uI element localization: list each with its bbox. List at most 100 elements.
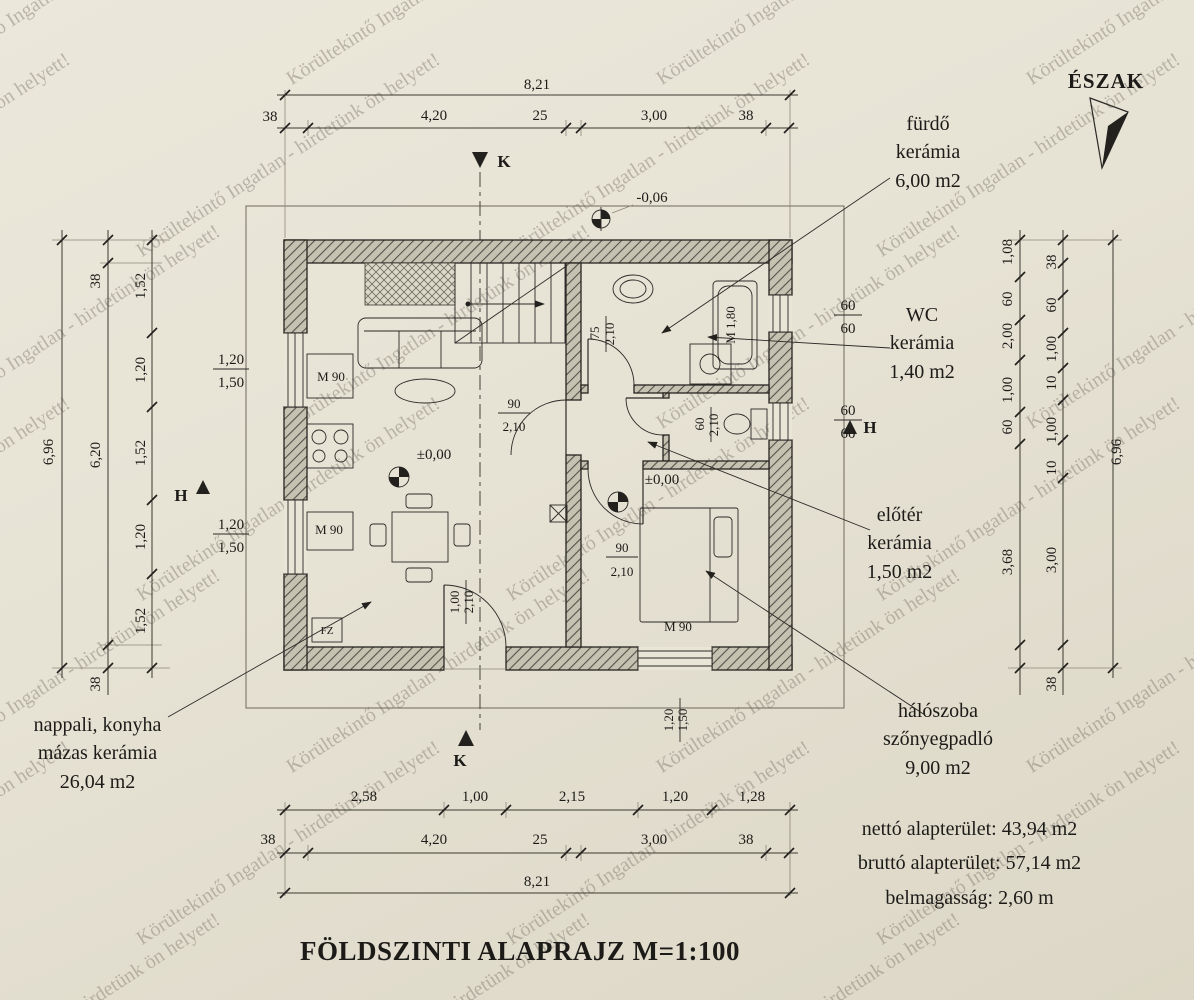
dim-right-inner-5: 3,68 [1000,549,1016,575]
furniture-bedroom: M 90 [607,491,739,634]
win-bedroom-size: 1,20 1,50 [661,698,690,742]
callout-hall-finish: kerámia [867,532,932,555]
dim-rooms-1: 1,00 [462,789,488,805]
dim-left-inner-4: 1,52 [133,608,149,634]
furniture-wc [723,408,768,440]
door-entry-size: 1,00 2,10 [447,580,476,624]
win-left1-size: 1,20 1,50 [213,352,249,391]
dim-left-inner-3: 1,20 [133,524,149,550]
callout-bath-finish: kerámia [895,141,961,164]
callout-living-area: 26,04 m2 [59,770,136,793]
dim-top-3: 3,00 [641,108,667,124]
callout-living-name: nappali, konyha [33,714,162,736]
callout-bedroom-area: 9,00 m2 [905,756,971,779]
win-right2-w: 60 [841,403,856,419]
survey-point-living [388,466,410,488]
dining-table [369,493,471,583]
callout-wc-area: 1,40 m2 [889,360,955,383]
door-bath-h: 2,10 [602,323,617,346]
door-entry [443,584,507,670]
dim-left-mid-2: 38 [88,677,104,692]
stairs [364,262,566,344]
dim-bottom-2: 25 [533,832,548,848]
callout-hall: előtér kerámia 1,50 m2 [827,501,972,586]
dim-left-inner-1: 1,20 [133,357,149,383]
dim-right-mid-6: 3,00 [1044,547,1060,573]
window-bedroom [637,647,713,670]
leader-bedroom [705,570,926,716]
window-right-2 [769,402,792,441]
section-h-right-triangle-icon [843,420,857,434]
cabinet-label: M 90 [317,369,345,384]
leader-bath [661,177,891,334]
door-bath-size: 75 2,10 [587,316,617,352]
door-living-hall [510,399,567,456]
callout-bedroom-name: hálószoba [898,700,978,722]
chimney [549,504,568,523]
dim-right-mid-0: 38 [1044,255,1060,270]
win-left1-w: 1,20 [218,352,244,368]
kitchen-cabinet: M 90 [306,353,354,399]
drawing-title: FÖLDSZINTI ALAPRAJZ M=1:100 [300,936,740,966]
door-living-h: 2,10 [503,419,526,434]
door-bedroom-h: 2,10 [611,564,634,579]
ceiling-height: belmagasság: 2,60 m [885,886,1054,909]
coffee-table [394,378,456,404]
leader-lines [167,177,926,718]
callout-bedroom: hálószoba szőnyegpadló 9,00 m2 [848,697,1028,782]
dim-bottom-0: 38 [261,832,276,848]
door-bedroom-size: 90 2,10 [606,540,638,579]
dim-rooms-0: 2,58 [351,789,377,805]
window-right-1 [769,294,792,333]
dim-bottom-1: 4,20 [421,832,447,848]
section-k-top-triangle-icon [472,152,488,168]
entry-level-value: -0,06 [636,190,668,206]
dim-right-inner-0: 1,08 [1000,239,1016,265]
sink-label: M 90 [315,522,343,537]
tub-label: M 1,80 [723,306,738,344]
bathtub: M 1,80 [712,280,758,370]
opening-labels: 1,20 1,50 1,20 1,50 60 60 60 60 90 [213,298,862,742]
leader-wc [707,333,891,349]
bed-label: M 90 [664,619,692,634]
gross-area: bruttó alapterület: 57,14 m2 [857,852,1082,875]
north-arrow-fill-icon [1102,112,1128,168]
furniture-living: M 90 M 90 FZ [306,317,568,643]
dim-left-mid-1: 6,20 [88,442,104,468]
callout-wc-name: WC [905,304,939,326]
dim-rooms-3: 1,20 [662,789,688,805]
dim-left-inner-2: 1,52 [133,440,149,466]
entry-level-marker: -0,06 [591,190,668,231]
win-left1-h: 1,50 [218,375,244,391]
section-k-bottom-label: K [453,751,467,770]
door-wc [625,397,664,436]
win-right1-h: 60 [841,321,856,337]
freezer: FZ [311,617,343,643]
win-bedroom-h: 1,50 [675,709,690,732]
callout-bedroom-finish: szőnyegpadló [883,728,993,751]
survey-point-bedroom [607,491,629,513]
toilet-bowl [723,413,751,435]
partitions [565,262,770,648]
callout-living: nappali, konyha mázas kerámia 26,04 m2 [10,711,185,796]
callout-hall-area: 1,50 m2 [866,560,933,583]
dim-right-inner-2: 2,00 [1000,323,1016,349]
callout-bath: fürdő kerámia 6,00 m2 [853,110,1003,195]
windows [284,294,792,670]
dim-left-mid-0: 38 [88,274,104,289]
section-h-left-triangle-icon [196,480,210,494]
north-label: ÉSZAK [1068,69,1144,93]
dim-right-mid-1: 60 [1044,298,1060,313]
doors [443,338,664,670]
section-k-top-label: K [497,152,511,171]
dim-right-mid-2: 1,00 [1044,336,1060,362]
walls [283,239,793,671]
window-left-2 [284,499,307,575]
callout-wc-finish: kerámia [889,332,955,355]
door-wc-w: 60 [692,418,707,431]
win-right2-h: 60 [841,426,856,442]
bed: M 90 [639,507,739,634]
win-bedroom-w: 1,20 [661,709,676,732]
